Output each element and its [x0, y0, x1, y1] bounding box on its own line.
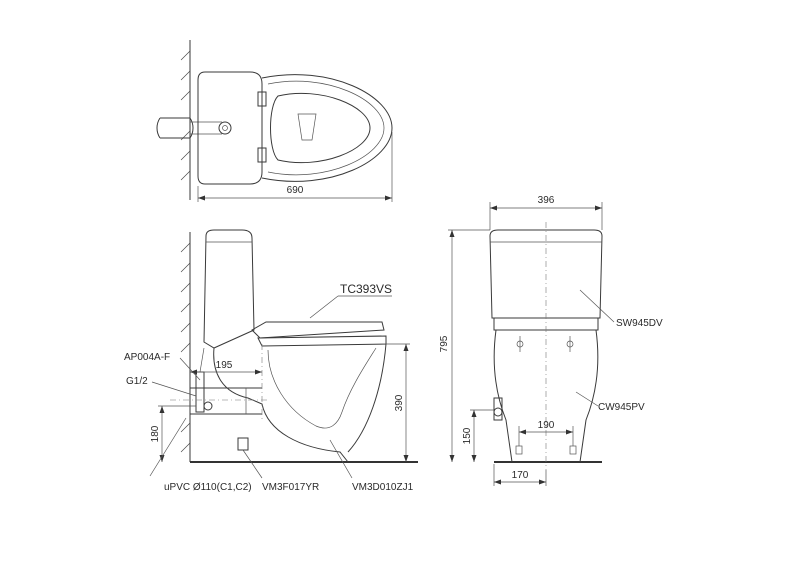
side-outlet-offset-dimension: 195 — [216, 360, 233, 371]
label-thread: G1/2 — [126, 376, 148, 387]
front-base-offset-dimension: 170 — [512, 470, 529, 481]
side-trapway — [267, 347, 377, 429]
front-seat — [493, 317, 599, 331]
side-supply-height-dimension: 180 — [150, 425, 161, 442]
label-seat-model: TC393VS — [340, 282, 392, 296]
front-view: 396 795 150 190 170 SW945DV CW945PV — [439, 195, 663, 486]
front-valve-handle — [493, 407, 503, 417]
leader-thread — [151, 381, 197, 397]
side-seat-ring — [257, 335, 387, 347]
label-drain-model: VM3D010ZJ1 — [352, 482, 414, 493]
label-pipe-spec: uPVC Ø110(C1,C2) — [164, 482, 252, 493]
leader-seat — [309, 295, 339, 319]
front-total-height-dimension: 795 — [439, 335, 450, 352]
leader-bowl — [575, 391, 599, 407]
front-tank-outline — [489, 229, 603, 319]
top-wall-hatch — [180, 50, 191, 181]
front-fixing-spacing-dimension: 190 — [538, 420, 555, 431]
leader-pipe — [149, 417, 187, 477]
side-outlet-height-dimension: 390 — [394, 394, 405, 411]
side-bowl-outline — [213, 343, 387, 463]
top-view: 690 — [156, 40, 393, 202]
top-supply-hose — [190, 121, 222, 135]
front-bolt-right — [566, 340, 574, 348]
top-seat-outer — [261, 74, 393, 182]
label-bowl-model: CW945PV — [598, 402, 645, 413]
leader-tank — [579, 289, 615, 323]
side-valve-handle — [203, 401, 213, 411]
front-width-dimension: 396 — [538, 195, 555, 206]
leader-drain — [329, 439, 353, 479]
top-bowl-opening — [270, 92, 371, 164]
top-flush-button-center — [222, 125, 228, 131]
top-flush-button — [218, 121, 232, 135]
top-hinge-lower — [257, 147, 267, 163]
top-hinge-upper — [257, 91, 267, 107]
side-supply-hose — [199, 347, 205, 373]
side-seat-lid — [251, 321, 385, 339]
side-wall-hatch — [180, 242, 191, 453]
top-drain-hole — [297, 113, 317, 141]
front-fixing-bolts — [519, 336, 571, 352]
front-bolt-left — [516, 340, 524, 348]
side-outlet-pipe — [190, 387, 262, 415]
label-flange-model: VM3F017YR — [262, 482, 319, 493]
leader-valve — [179, 357, 201, 381]
top-width-dimension: 690 — [287, 185, 304, 196]
label-tank-model: SW945DV — [616, 318, 663, 329]
side-floor-flange — [237, 437, 249, 451]
top-seat-rim — [267, 80, 385, 176]
side-view: 195 390 180 TC393VS AP004A-F G1/2 uPVC Ø… — [124, 229, 418, 493]
leader-flange — [242, 449, 263, 479]
side-tank-outline — [203, 229, 255, 349]
front-bowl-outline — [493, 329, 599, 463]
side-dim-arrows-180 — [159, 406, 165, 462]
front-floor-fix-left — [515, 445, 523, 455]
side-angle-valve — [195, 371, 205, 413]
front-floor-fix-right — [569, 445, 577, 455]
front-supply-height-dimension: 150 — [462, 427, 473, 444]
label-valve-model: AP004A-F — [124, 352, 170, 363]
top-tank-outline — [197, 71, 263, 185]
top-supply-pipe — [156, 117, 194, 139]
